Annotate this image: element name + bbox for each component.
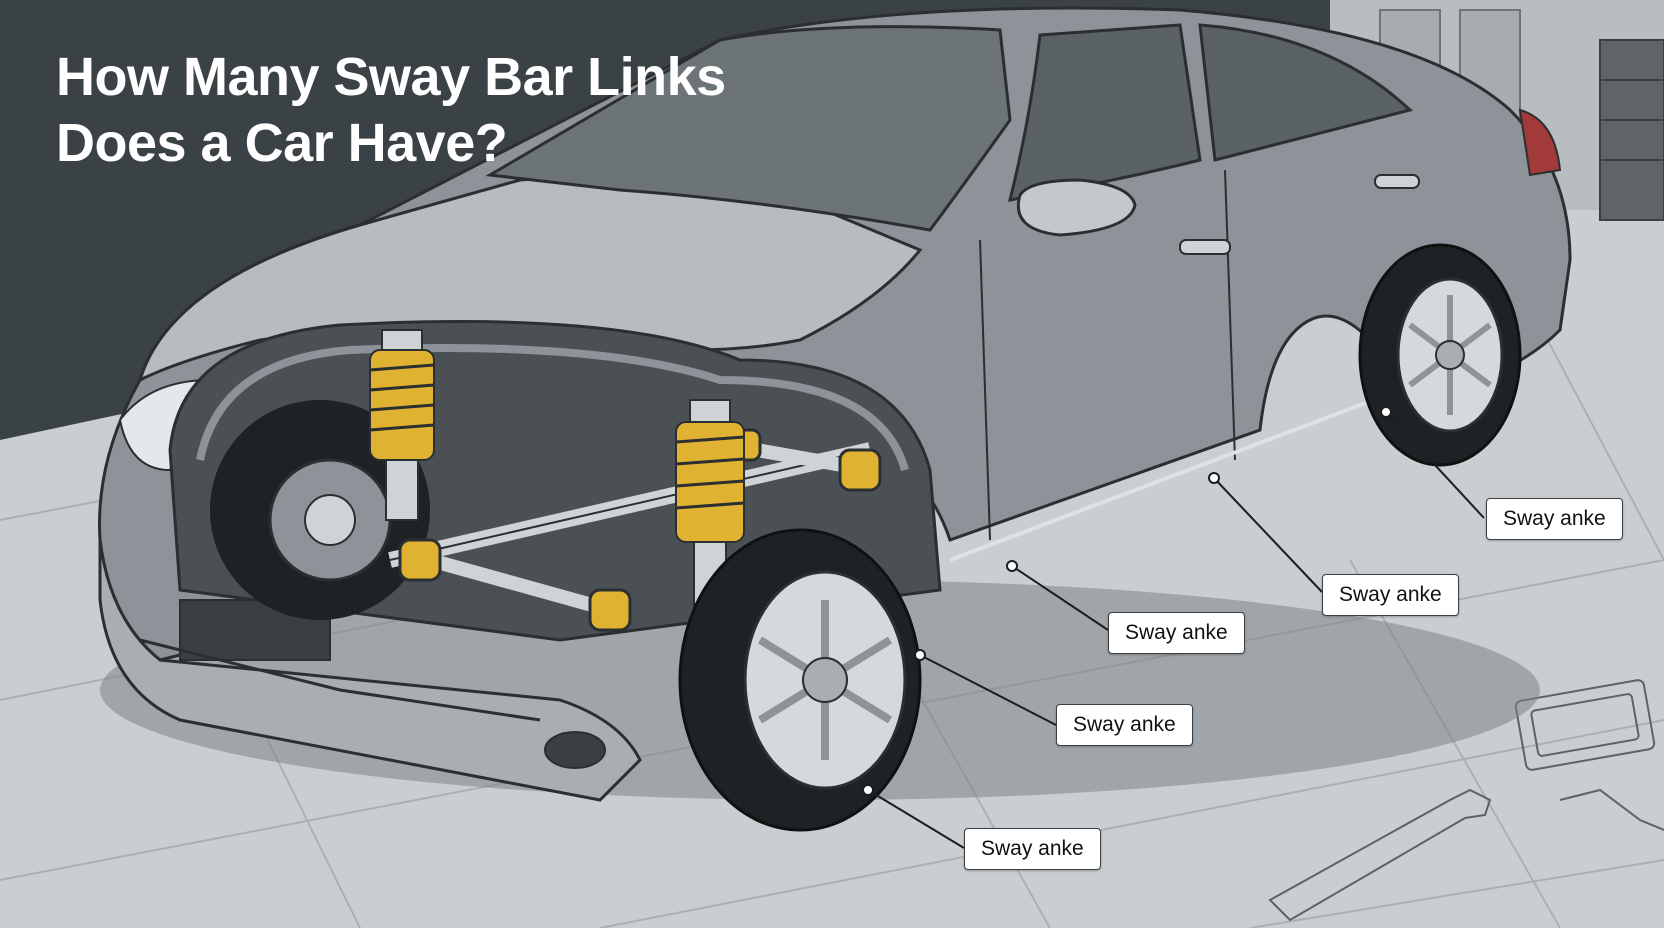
callout-label: Sway anke bbox=[1108, 612, 1245, 654]
rear-wheel bbox=[1358, 243, 1522, 467]
callout-label: Sway anke bbox=[1322, 574, 1459, 616]
front-wheel bbox=[678, 528, 922, 832]
callout-label: Sway anke bbox=[1486, 498, 1623, 540]
title-line-2: Does a Car Have? bbox=[56, 113, 508, 173]
coil-spring-left bbox=[369, 329, 435, 521]
callout-label: Sway anke bbox=[964, 828, 1101, 870]
callout-leader-lines bbox=[862, 406, 1485, 849]
title-line-1: How Many Sway Bar Links bbox=[56, 47, 726, 107]
coil-spring-right bbox=[675, 399, 745, 613]
wrench-icon bbox=[1268, 679, 1664, 922]
callout-label: Sway anke bbox=[1056, 704, 1193, 746]
page-title: How Many Sway Bar Links Does a Car Have? bbox=[56, 44, 726, 176]
